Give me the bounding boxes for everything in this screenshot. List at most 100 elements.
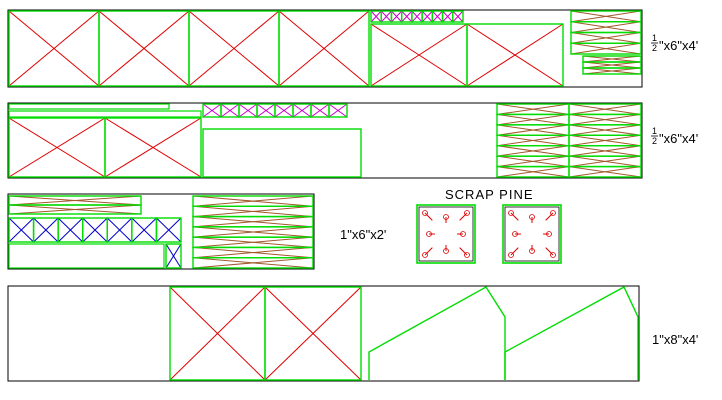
scrap-square-left-hole-2 xyxy=(464,210,470,216)
board3-blue-row-5-diag-b xyxy=(131,217,157,243)
board1-strip-lower-0-diag-b xyxy=(582,55,642,63)
board2-small-row-0-diag-b xyxy=(202,103,222,118)
scrap-square-right-tick-2 xyxy=(545,212,554,221)
board1-strip-1-diag-b xyxy=(570,21,642,33)
board-label-2-size: "x6"x4' xyxy=(659,131,698,146)
board2-panel-1-diag-b xyxy=(104,117,202,178)
board2-strip-left-2-diag-b xyxy=(496,124,570,136)
board3-strip-right-2-diag-b xyxy=(192,216,314,228)
board-3-outline xyxy=(7,193,315,270)
scrap-square-right-hole-0 xyxy=(508,210,514,216)
board3-strip-right-0-diag-b xyxy=(192,195,314,207)
board2-strip-right-3-diag-b xyxy=(568,134,642,147)
board1-panel-0-diag-b xyxy=(8,10,100,87)
board3-blue-row-1-diag-b xyxy=(33,217,59,243)
board4-panel-0-diag-b xyxy=(169,286,266,381)
board1-small-row-8-diag-b xyxy=(452,10,464,23)
board2-small-row-6-diag-b xyxy=(310,103,330,118)
scrap-square-right-hole-3 xyxy=(512,231,518,237)
board2-panel-1 xyxy=(104,117,202,178)
board2-small-row-3-diag-b xyxy=(256,103,276,118)
boards xyxy=(7,9,643,382)
board1-small-row-3-diag-b xyxy=(401,10,413,23)
board3-strip-right-5-diag-b xyxy=(192,246,314,259)
board-label-1-fraction: 1 xyxy=(652,33,657,43)
scrap-square-left-tick-0 xyxy=(424,212,433,221)
scrap-square-left-frame xyxy=(416,204,476,264)
board-label-4: 1"x8"x4' xyxy=(652,332,698,347)
scrap-pine-title: SCRAP PINE xyxy=(445,187,534,202)
board1-panel-2-diag-b xyxy=(188,10,280,87)
board3-blue-row-6-diag-b xyxy=(156,217,182,243)
board-label-2-fraction: 1 xyxy=(652,126,657,136)
board2-strip-left-6-diag-b xyxy=(496,166,570,178)
board2-small-row-7 xyxy=(328,103,348,118)
board1-strip-2-diag-b xyxy=(570,32,642,44)
board1-small-row-5-diag-b xyxy=(421,10,433,23)
board3-blue-row-0-diag-b xyxy=(8,217,34,243)
board1-small-row-6-diag-b xyxy=(431,10,443,23)
board2-thin-strip-a xyxy=(8,103,170,110)
board2-small-row-7-diag-b xyxy=(328,103,348,118)
scrap-square-left-hole-7 xyxy=(464,252,470,258)
board3-blue-row-6 xyxy=(155,217,182,243)
board2-panel-0-diag-b xyxy=(8,117,106,178)
board-2-outline xyxy=(7,102,643,179)
scrap-square-left-hole-1 xyxy=(443,214,449,220)
board1-strip-3-diag-b xyxy=(570,42,642,55)
board2-strip-right-6-diag-b xyxy=(568,166,642,178)
scrap-square-left-tick-2 xyxy=(459,212,468,221)
scrap-square-left-hole-0 xyxy=(422,210,428,216)
board3-strip-right-6-diag-b xyxy=(192,257,314,269)
scrap-square-right xyxy=(502,204,562,264)
scrap-square-right-hole-2 xyxy=(550,210,556,216)
board2-strip-left-3-diag-b xyxy=(496,134,570,147)
board2-strip-right-4-diag-b xyxy=(568,145,642,157)
scrap-square-right-hole-4 xyxy=(546,231,552,237)
board2-strip-left-4-diag-b xyxy=(496,145,570,157)
scrap-square-left-hole-4 xyxy=(460,231,466,237)
board1-small-row-0-diag-b xyxy=(370,10,382,23)
scrap-square-left-tick-7 xyxy=(459,247,468,256)
board-label-2: 1 2 "x6"x4' xyxy=(651,126,698,146)
board-4-outline xyxy=(7,285,640,382)
board3-strip-top-1 xyxy=(8,204,142,215)
board-label-3: 1"x6"x2' xyxy=(340,227,386,242)
scrap-square-right-hole-6 xyxy=(529,248,535,254)
board4-panel-1-diag-b xyxy=(264,286,362,381)
board2-small-row-4-diag-b xyxy=(274,103,294,118)
svg-text:2: 2 xyxy=(652,136,657,146)
board3-lower-piece xyxy=(8,243,165,269)
board2-small-row-1-diag-b xyxy=(220,103,240,118)
board2-strip-left-5-diag-b xyxy=(496,155,570,168)
board1-strip-lower-1-diag-b xyxy=(582,61,642,69)
board3-blue-row-4-diag-b xyxy=(106,217,133,243)
board3-blue-row-3-diag-b xyxy=(82,217,108,243)
scrap-square-right-frame xyxy=(502,204,562,264)
board2-thin-strip-b xyxy=(8,110,202,118)
board2-small-row-5-diag-b xyxy=(292,103,312,118)
board1-strip-lower-2-diag-b xyxy=(582,67,642,75)
board1-small-row-2-diag-b xyxy=(391,10,403,23)
board1-strip-0-diag-b xyxy=(570,10,642,23)
scrap-square-left xyxy=(416,204,476,264)
scrap-square-left-hole-6 xyxy=(443,248,449,254)
board-label-1-size: "x6"x4' xyxy=(659,38,698,53)
board1-panel-5-diag-b xyxy=(466,23,564,87)
scrap-square-right-inner xyxy=(504,206,560,262)
board1-strip-lower-2 xyxy=(582,67,642,75)
board1-panel-3-diag-b xyxy=(278,10,370,87)
scrap-square-right-tick-0 xyxy=(510,212,519,221)
board1-panel-3 xyxy=(278,10,370,87)
board1-small-row-4-diag-b xyxy=(411,10,423,23)
board1-panel-5 xyxy=(466,23,564,87)
board3-strip-top-0-diag-b xyxy=(8,195,142,206)
board3-blue-single-diag-b xyxy=(165,243,182,269)
board2-strip-left-1-diag-b xyxy=(496,113,570,126)
board2-strip-left-0-diag-b xyxy=(496,103,570,115)
scrap-square-right-hole-1 xyxy=(529,214,535,220)
scrap-square-right-tick-5 xyxy=(510,247,519,256)
scrap-square-right-tick-7 xyxy=(545,247,554,256)
board2-small-row-2-diag-b xyxy=(238,103,258,118)
